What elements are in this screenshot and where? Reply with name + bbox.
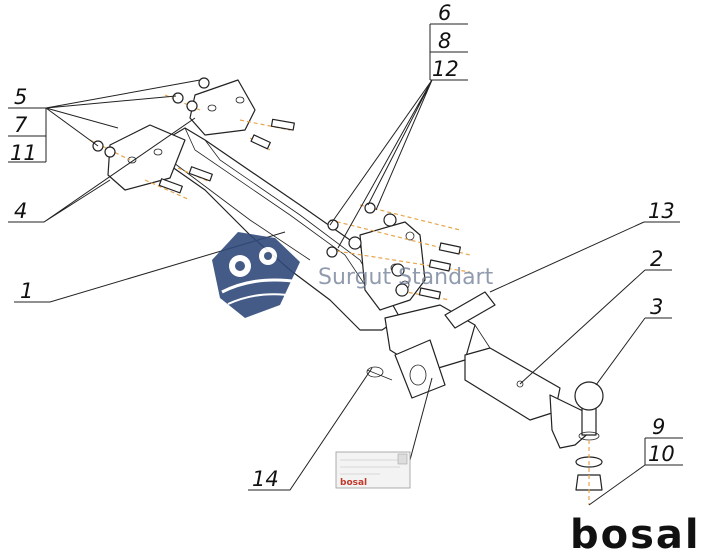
watermark-text: Surgut Standart: [318, 265, 494, 290]
callout-13: 13: [648, 199, 675, 223]
callout-2: 2: [650, 247, 663, 271]
plate-logo: bosal: [340, 478, 367, 488]
ball-nut-washer: [575, 440, 603, 505]
socket-bracket: [444, 291, 496, 329]
callout-3: 3: [650, 295, 663, 319]
flange-plate: [394, 339, 446, 399]
callout-8: 8: [438, 29, 451, 53]
callout-labels: 6 8 12 5 7 11 4 1 13 2 3 9 10 14: [10, 1, 675, 491]
callout-5: 5: [14, 85, 27, 109]
brand-logo-text: bosal: [570, 512, 701, 551]
callout-1: 1: [20, 279, 33, 303]
bosal-logo: bosal: [570, 512, 701, 551]
leader-lines: [8, 23, 683, 506]
callout-12: 12: [432, 57, 459, 81]
bolts-left: [89, 77, 295, 201]
callout-7: 7: [14, 113, 28, 137]
callout-14: 14: [252, 467, 279, 491]
callout-10: 10: [648, 442, 675, 466]
right-bracket-plate: [359, 221, 426, 311]
callout-9: 9: [652, 415, 665, 439]
safety-clip: [366, 366, 393, 381]
callout-11: 11: [10, 141, 37, 165]
callout-6: 6: [438, 1, 451, 25]
identification-plate: bosal: [335, 451, 411, 489]
callout-4: 4: [14, 199, 27, 223]
watermark-emblem: [212, 232, 300, 318]
watermark-logo: Surgut Standart: [212, 232, 494, 318]
tow-ball-assembly: [549, 381, 604, 449]
